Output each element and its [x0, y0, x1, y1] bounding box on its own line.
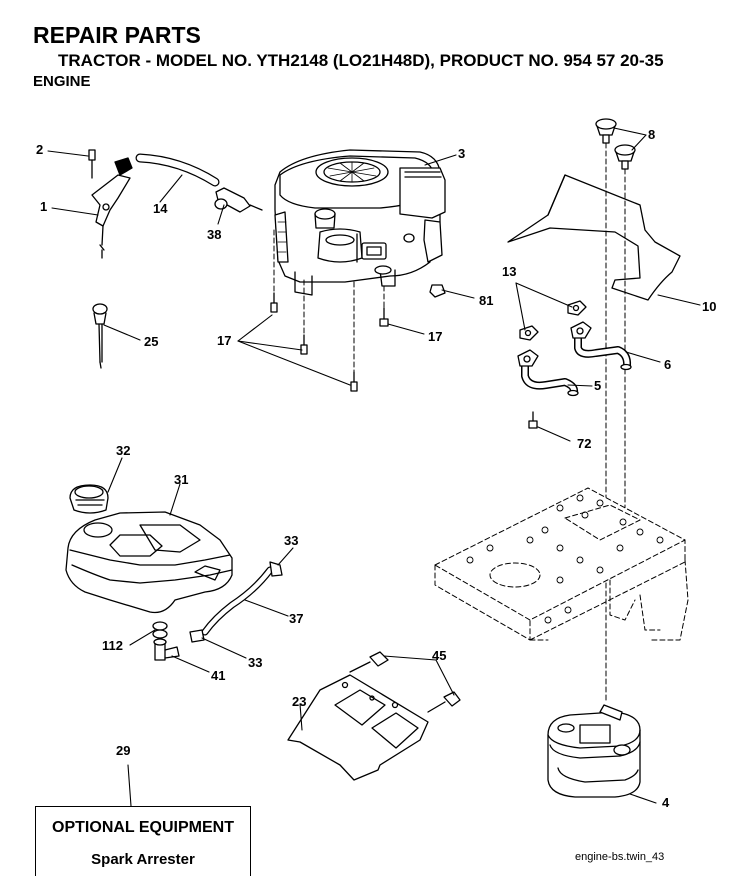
throttle-control-drawing	[88, 149, 133, 259]
callout-5: 5	[594, 378, 601, 393]
callout-41: 41	[211, 668, 225, 683]
page-title: REPAIR PARTS	[33, 22, 201, 48]
fuel-tank-drawing	[65, 511, 233, 614]
optional-equipment-item: Spark Arrester	[91, 851, 195, 868]
callout-25: 25	[144, 334, 158, 349]
leader-lines	[47, 127, 701, 807]
tractor-frame-drawing	[434, 487, 689, 641]
optional-equipment-box: OPTIONAL EQUIPMENT Spark Arrester	[35, 806, 251, 876]
callout-3: 3	[458, 146, 465, 161]
callout-6: 6	[664, 357, 671, 372]
callout-13: 13	[502, 264, 516, 279]
callout-38: 38	[207, 227, 221, 242]
engine-drawing	[274, 149, 446, 296]
exhaust-pipes-drawing	[517, 300, 632, 429]
file-code: engine-bs.twin_43	[575, 851, 665, 863]
callout-45: 45	[432, 648, 446, 663]
callout-23: 23	[292, 694, 306, 709]
callout-10: 10	[702, 299, 716, 314]
callout-72: 72	[577, 436, 591, 451]
callout-2: 2	[36, 142, 43, 157]
callout-4: 4	[662, 795, 670, 810]
heat-shield-drawing	[507, 174, 681, 301]
fuel-cap-drawing	[69, 484, 109, 514]
callout-33-bottom: 33	[248, 655, 262, 670]
section-label: ENGINE	[33, 73, 91, 90]
fuel-hose-top-drawing	[135, 153, 263, 213]
callout-81: 81	[479, 293, 493, 308]
callout-17-right: 17	[428, 329, 442, 344]
muffler-bolts-drawing	[595, 118, 636, 170]
engine-bolts-drawing	[270, 284, 446, 392]
heat-plate-drawing	[287, 651, 461, 781]
callout-37: 37	[289, 611, 303, 626]
optional-equipment-heading: OPTIONAL EQUIPMENT	[52, 819, 234, 836]
callout-8: 8	[648, 127, 655, 142]
page-subtitle: TRACTOR - MODEL NO. YTH2148 (LO21H48D), …	[58, 51, 664, 70]
muffler-drawing	[547, 704, 641, 798]
dipstick-drawing	[92, 303, 108, 369]
callout-31: 31	[174, 472, 188, 487]
frame-holes	[466, 494, 664, 624]
callout-29: 29	[116, 743, 130, 758]
callout-32: 32	[116, 443, 130, 458]
callout-numbers: 2 1 3 4 5 6 8 10 13 14 17 17 23 25 29 31…	[36, 127, 716, 810]
callout-17-left: 17	[217, 333, 231, 348]
fuel-line-drawing	[152, 561, 283, 661]
callout-112: 112	[102, 638, 123, 653]
callout-1: 1	[40, 199, 47, 214]
callout-14: 14	[153, 201, 168, 216]
callout-33-top: 33	[284, 533, 298, 548]
